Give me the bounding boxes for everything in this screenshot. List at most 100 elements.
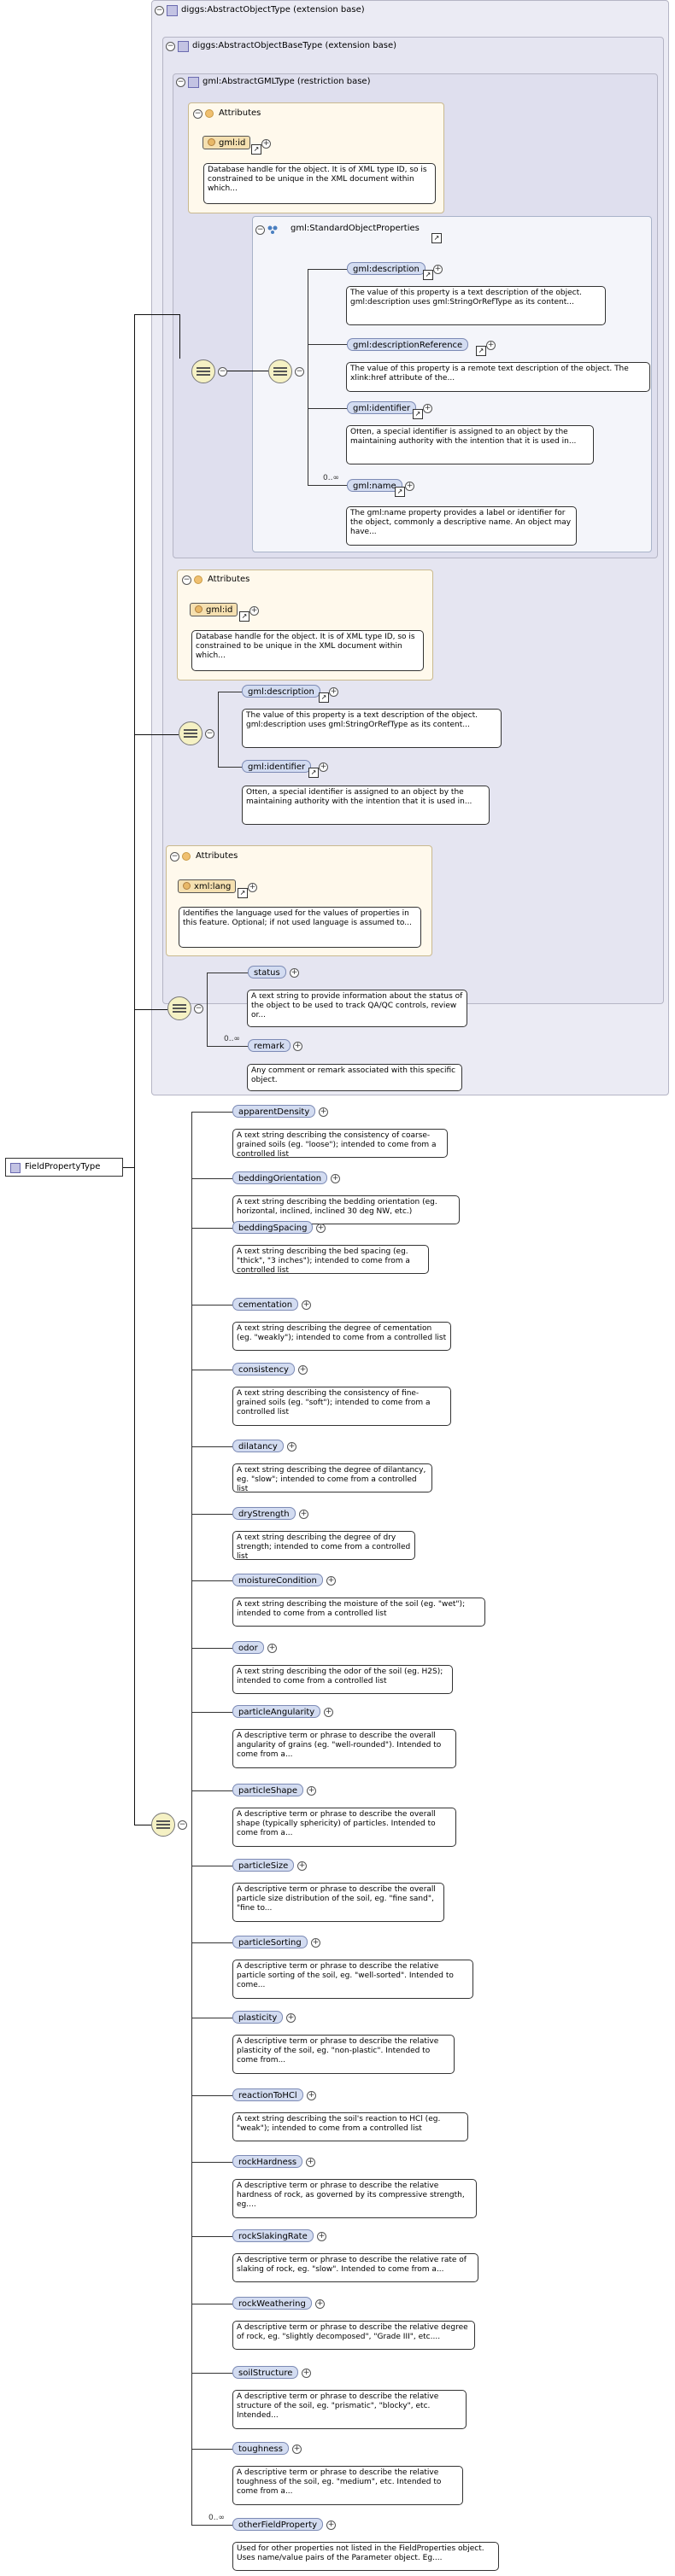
attribute-gml-id[interactable]: gml:id <box>190 603 238 616</box>
field-property-5[interactable]: dilatancy <box>232 1440 284 1452</box>
external-link-icon[interactable]: ↗ <box>423 270 433 280</box>
attribute-xml-lang[interactable]: xml:lang <box>178 879 237 893</box>
expand-toggle[interactable]: + <box>306 2158 315 2167</box>
base-element-description[interactable]: gml:description <box>242 685 320 698</box>
attribute-gml-id[interactable]: gml:id <box>202 136 251 149</box>
expand-toggle[interactable]: + <box>326 1576 336 1586</box>
expand-toggle[interactable]: + <box>331 1174 340 1183</box>
collapse-toggle[interactable]: − <box>205 729 214 739</box>
field-property-description: A descriptive term or phrase to describe… <box>232 2466 463 2505</box>
external-link-icon[interactable]: ↗ <box>239 611 249 622</box>
element-description: The gml:name property provides a label o… <box>346 506 577 546</box>
collapse-toggle[interactable]: − <box>295 367 304 377</box>
field-property-18[interactable]: soilStructure <box>232 2366 299 2379</box>
expand-toggle[interactable]: + <box>326 2521 336 2530</box>
field-property-19[interactable]: toughness <box>232 2442 289 2455</box>
field-property-description: A text string describing the degree of d… <box>232 1531 415 1560</box>
field-property-13[interactable]: plasticity <box>232 2011 284 2024</box>
expand-toggle[interactable]: + <box>302 2369 311 2378</box>
sequence-icon <box>191 359 215 383</box>
connector-line <box>191 1112 232 1113</box>
root-type-label: FieldPropertyType <box>25 1162 101 1171</box>
external-link-icon[interactable]: ↗ <box>251 144 261 155</box>
field-property-12[interactable]: particleSorting <box>232 1936 308 1948</box>
expand-toggle[interactable]: + <box>297 1861 307 1871</box>
expand-toggle[interactable]: + <box>299 1510 308 1519</box>
field-property-1[interactable]: beddingOrientation <box>232 1171 328 1184</box>
expand-toggle[interactable]: + <box>486 341 496 350</box>
expand-toggle[interactable]: + <box>298 1365 308 1375</box>
field-property-0[interactable]: apparentDensity <box>232 1105 316 1118</box>
field-property-8[interactable]: odor <box>232 1641 264 1654</box>
expand-toggle[interactable]: + <box>315 2299 325 2309</box>
expand-toggle[interactable]: + <box>319 1107 328 1117</box>
std-element-identifier[interactable]: gml:identifier <box>347 401 417 414</box>
expand-toggle[interactable]: + <box>292 2445 302 2454</box>
collapse-toggle[interactable]: − <box>178 1820 187 1830</box>
expand-toggle[interactable]: + <box>290 968 299 978</box>
field-property-16[interactable]: rockSlakingRate <box>232 2229 314 2242</box>
collapse-toggle[interactable]: − <box>193 109 202 119</box>
field-property-7[interactable]: moistureCondition <box>232 1574 323 1586</box>
field-property-20[interactable]: otherFieldProperty <box>232 2518 324 2531</box>
field-property-9[interactable]: particleAngularity <box>232 1705 321 1718</box>
expand-toggle[interactable]: + <box>423 404 432 413</box>
field-property-10[interactable]: particleShape <box>232 1784 304 1796</box>
expand-toggle[interactable]: + <box>261 139 271 149</box>
external-link-icon[interactable]: ↗ <box>476 346 486 356</box>
expand-toggle[interactable]: + <box>324 1708 333 1717</box>
expand-toggle[interactable]: + <box>267 1644 277 1653</box>
root-type-field-property-type[interactable]: FieldPropertyType <box>5 1158 123 1177</box>
expand-toggle[interactable]: + <box>433 265 443 274</box>
field-property-2[interactable]: beddingSpacing <box>232 1221 314 1234</box>
attribute-icon <box>205 109 214 118</box>
expand-toggle[interactable]: + <box>311 1938 320 1948</box>
field-property-14[interactable]: reactionToHCl <box>232 2088 303 2101</box>
attribute-description: Database handle for the object. It is of… <box>203 163 436 204</box>
expand-toggle[interactable]: + <box>286 2013 296 2023</box>
std-element-name[interactable]: gml:name <box>347 479 402 492</box>
collapse-toggle[interactable]: − <box>170 852 179 862</box>
field-property-17[interactable]: rockWeathering <box>232 2297 312 2310</box>
field-property-4[interactable]: consistency <box>232 1363 295 1376</box>
base-element-identifier[interactable]: gml:identifier <box>242 760 312 773</box>
properties-branch-line <box>191 1112 192 2525</box>
field-property-3[interactable]: cementation <box>232 1298 299 1311</box>
collapse-toggle[interactable]: − <box>166 42 175 51</box>
sequence-icon <box>167 996 191 1020</box>
expand-toggle[interactable]: + <box>316 1224 326 1233</box>
expand-toggle[interactable]: + <box>405 482 414 491</box>
collapse-toggle[interactable]: − <box>194 1004 203 1013</box>
field-property-11[interactable]: particleSize <box>232 1859 295 1872</box>
expand-toggle[interactable]: + <box>249 606 259 616</box>
expand-toggle[interactable]: + <box>317 2232 326 2241</box>
collapse-toggle[interactable]: − <box>176 78 185 87</box>
expand-toggle[interactable]: + <box>287 1442 296 1452</box>
field-property-15[interactable]: rockHardness <box>232 2155 303 2168</box>
std-element-description-reference[interactable]: gml:descriptionReference <box>347 338 469 351</box>
expand-toggle[interactable]: + <box>302 1300 311 1310</box>
collapse-toggle[interactable]: − <box>182 575 191 585</box>
collapse-toggle[interactable]: − <box>218 367 227 377</box>
external-link-icon[interactable]: ↗ <box>431 233 442 243</box>
standard-object-properties-title: gml:StandardObjectProperties <box>291 224 420 233</box>
expand-toggle[interactable]: + <box>248 883 257 892</box>
expand-toggle[interactable]: + <box>319 762 328 772</box>
external-link-icon[interactable]: ↗ <box>308 768 319 778</box>
field-property-description: A text string describing the bed spacing… <box>232 1245 429 1274</box>
std-element-description[interactable]: gml:description <box>347 262 426 275</box>
expand-toggle[interactable]: + <box>293 1042 302 1051</box>
external-link-icon[interactable]: ↗ <box>238 888 248 898</box>
expand-toggle[interactable]: + <box>307 2091 316 2100</box>
element-remark[interactable]: remark <box>248 1039 291 1052</box>
external-link-icon[interactable]: ↗ <box>395 487 405 497</box>
element-description: Often, a special identifier is assigned … <box>242 786 490 825</box>
collapse-toggle[interactable]: − <box>155 6 164 15</box>
external-link-icon[interactable]: ↗ <box>413 409 423 419</box>
expand-toggle[interactable]: + <box>329 687 338 697</box>
element-status[interactable]: status <box>248 966 286 978</box>
expand-toggle[interactable]: + <box>307 1786 316 1796</box>
external-link-icon[interactable]: ↗ <box>319 692 329 703</box>
field-property-6[interactable]: dryStrength <box>232 1507 296 1520</box>
collapse-toggle[interactable]: − <box>255 225 265 235</box>
